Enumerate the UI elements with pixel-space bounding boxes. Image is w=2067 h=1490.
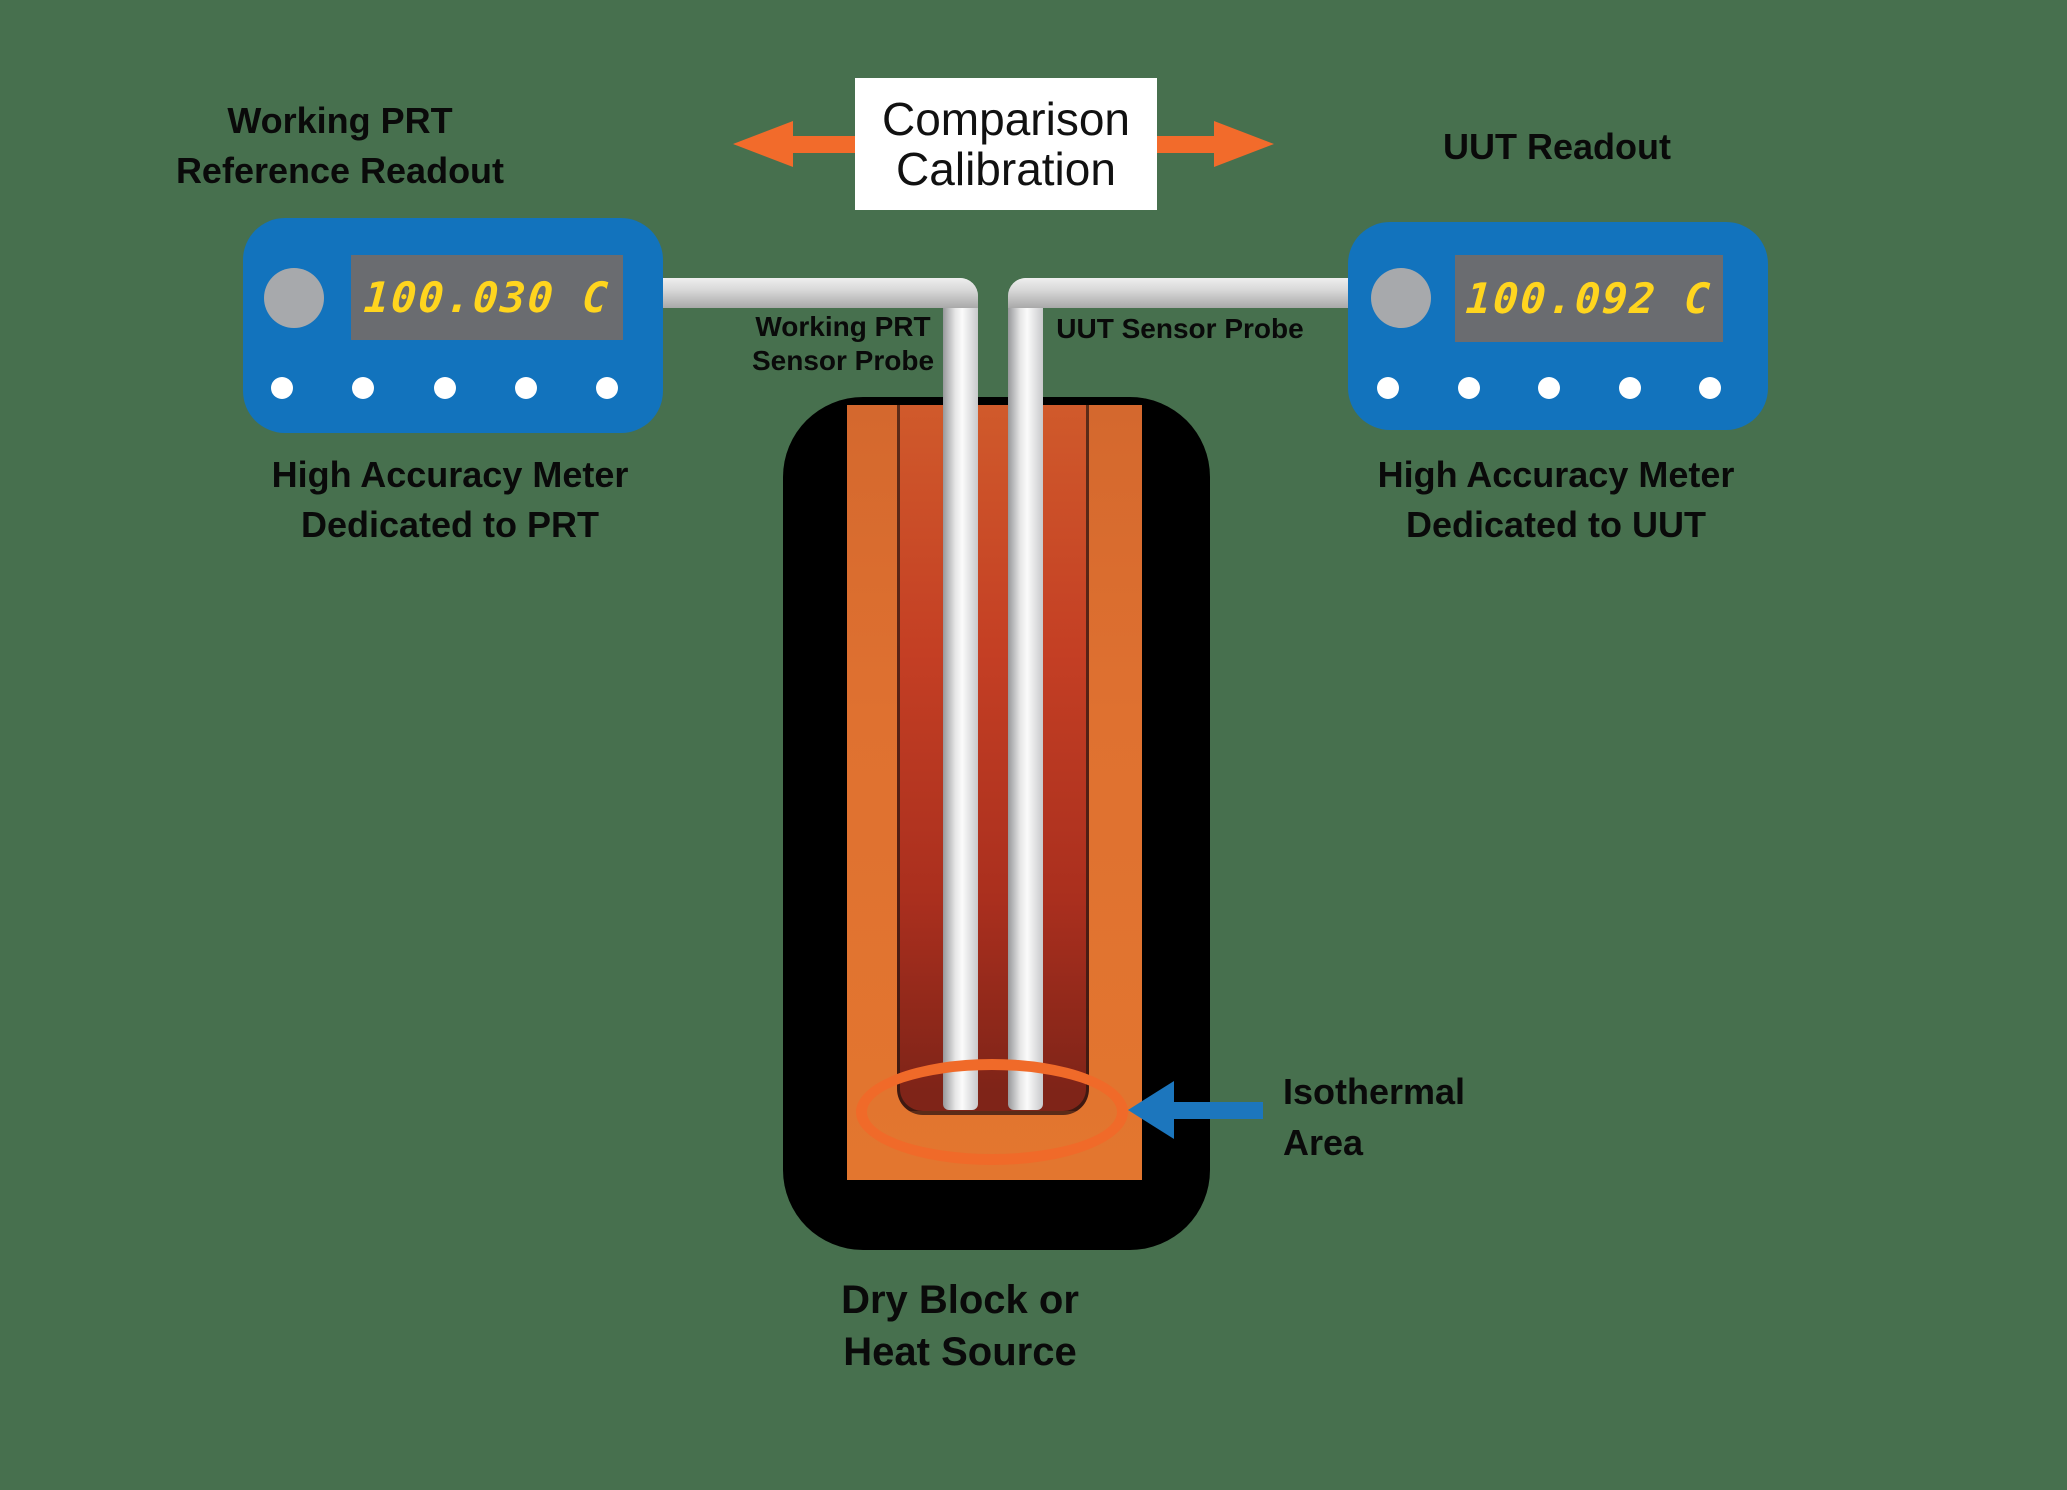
dry-block-label-line1: Dry Block or <box>841 1278 1079 1322</box>
working-prt-probe-label-line2: Sensor Probe <box>751 345 935 376</box>
comparison-arrow-left-shaft <box>790 136 856 153</box>
working-prt-title-line1: Working PRT <box>227 100 453 141</box>
uut-readout-title: UUT Readout <box>1307 122 1807 172</box>
dry-block-label-line2: Heat Source <box>843 1330 1077 1374</box>
prt-meter: 100.030 C <box>243 218 663 433</box>
indicator-dot-icon <box>352 377 375 399</box>
uut-cable <box>1008 278 1355 308</box>
uut-meter-reading: 100.092 C <box>1464 274 1714 323</box>
indicator-dot-icon <box>514 377 537 399</box>
working-prt-title-line2: Reference Readout <box>175 150 505 191</box>
isothermal-arrow-shaft <box>1170 1102 1263 1119</box>
working-prt-probe-label: Working PRT Sensor Probe <box>693 310 993 378</box>
uut-caption-line1: High Accuracy Meter <box>1377 454 1735 495</box>
indicator-dot-icon <box>271 377 293 399</box>
comparison-arrow-left-icon <box>733 121 793 167</box>
isothermal-label-line2: Area <box>1283 1122 1364 1163</box>
prt-meter-display: 100.030 C <box>351 255 623 340</box>
indicator-dot-icon <box>1457 377 1480 399</box>
working-prt-cable <box>655 278 978 308</box>
meter-knob-icon <box>1371 268 1431 328</box>
uut-meter-caption: High Accuracy Meter Dedicated to UUT <box>1306 450 1806 550</box>
indicator-dot-icon <box>1538 377 1560 399</box>
prt-caption-line2: Dedicated to PRT <box>300 504 600 545</box>
uut-meter-display: 100.092 C <box>1455 255 1723 342</box>
indicator-dot-icon <box>1699 377 1721 399</box>
working-prt-probe-label-line1: Working PRT <box>755 311 931 342</box>
comparison-calibration-box: Comparison Calibration <box>855 78 1157 210</box>
uut-title-text: UUT Readout <box>1443 126 1671 167</box>
uut-meter-buttons <box>1377 377 1721 399</box>
isothermal-arrow-icon <box>1128 1081 1174 1139</box>
comparison-line1: Comparison <box>882 93 1130 145</box>
uut-meter: 100.092 C <box>1348 222 1768 430</box>
isothermal-area-label: Isothermal Area <box>1283 1066 1603 1168</box>
meter-knob-icon <box>264 268 324 328</box>
prt-meter-buttons <box>271 377 618 399</box>
indicator-dot-icon <box>1377 377 1399 399</box>
uut-caption-line2: Dedicated to UUT <box>1405 504 1707 545</box>
working-prt-sensor-probe <box>943 278 978 1110</box>
indicator-dot-icon <box>596 377 618 399</box>
indicator-dot-icon <box>1618 377 1641 399</box>
comparison-line2: Calibration <box>896 143 1116 195</box>
isothermal-ring-icon <box>856 1059 1128 1165</box>
dry-block-label: Dry Block or Heat Source <box>760 1274 1160 1378</box>
prt-caption-line1: High Accuracy Meter <box>271 454 629 495</box>
prt-meter-caption: High Accuracy Meter Dedicated to PRT <box>200 450 700 550</box>
indicator-dot-icon <box>433 377 456 399</box>
comparison-arrow-right-shaft <box>1156 136 1216 153</box>
uut-probe-label-text: UUT Sensor Probe <box>1056 313 1304 344</box>
isothermal-well <box>897 405 1089 1115</box>
isothermal-label-line1: Isothermal <box>1283 1071 1466 1112</box>
uut-sensor-probe <box>1008 278 1043 1110</box>
uut-probe-label: UUT Sensor Probe <box>1030 312 1330 346</box>
prt-meter-reading: 100.030 C <box>362 273 612 322</box>
working-prt-readout-title: Working PRT Reference Readout <box>90 96 590 196</box>
comparison-arrow-right-icon <box>1214 121 1274 167</box>
